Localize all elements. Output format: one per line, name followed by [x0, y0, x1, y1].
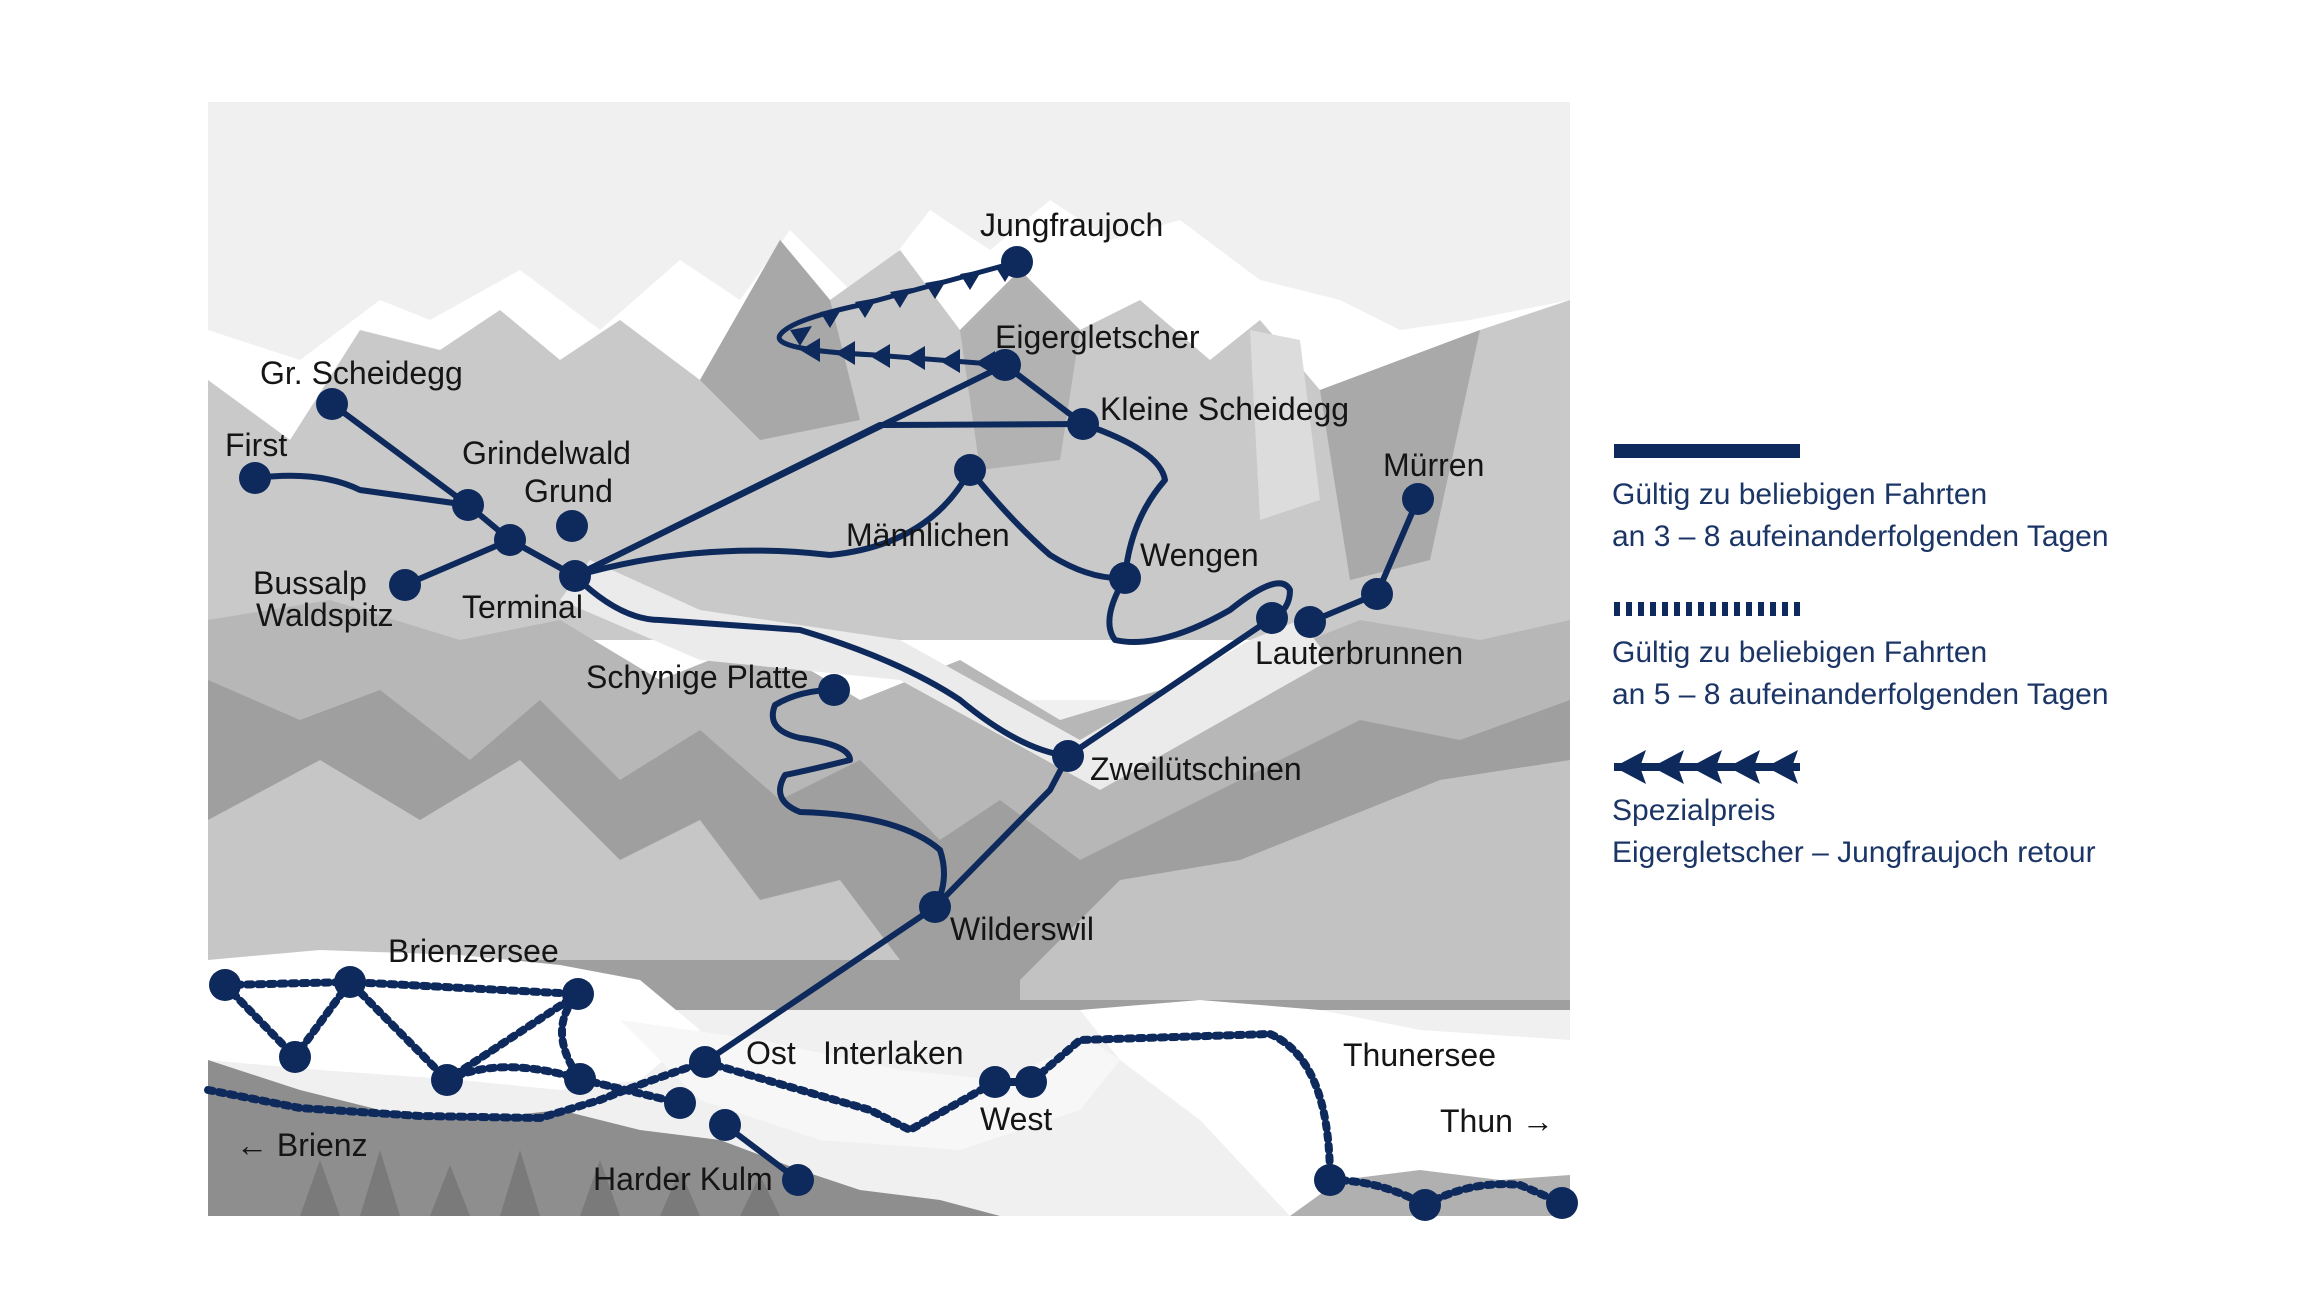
station-eigergletscher	[989, 349, 1021, 381]
route-kleinescheidegg-wengen	[1080, 421, 1168, 581]
label-interlaken: Interlaken	[823, 1035, 964, 1071]
route-terminal-kleinescheidegg	[572, 421, 1086, 579]
trees	[300, 1150, 780, 1216]
label-lauterbrunnen: Lauterbrunnen	[1255, 635, 1463, 671]
station-lake-brienz-2	[334, 966, 366, 998]
station-interlaken-west	[979, 1066, 1011, 1098]
stations	[209, 246, 1578, 1221]
legend-item-dashed: Gültig zu beliebigen Fahrten an 5 – 8 au…	[1612, 588, 2252, 716]
route-zweiluetschinen-lauterbrunnen	[1065, 615, 1275, 759]
station-lauterbrunnen-wengen	[1256, 602, 1288, 634]
station-muerren	[1402, 483, 1434, 515]
station-lake-brienz-6	[564, 1063, 596, 1095]
label-grindelwald: Grindelwald	[462, 435, 631, 471]
station-lake-brienz-1	[209, 969, 241, 1001]
station-ost-pier	[664, 1087, 696, 1119]
label-schynige-platte: Schynige Platte	[586, 659, 808, 695]
label-muerren: Mürren	[1383, 447, 1484, 483]
station-schynige-platte	[818, 674, 850, 706]
label-thun: Thun →	[1440, 1103, 1554, 1139]
station-kleine-scheidegg	[1067, 408, 1099, 440]
station-muerren-gruetschalp	[1361, 578, 1393, 610]
label-ost: Ost	[746, 1035, 796, 1071]
station-lake-brienz-4	[279, 1041, 311, 1073]
legend-text-dashed-2: an 5 – 8 aufeinanderfolgenden Tagen	[1612, 678, 2109, 711]
legend-text-arrows-2: Eigergletscher – Jungfraujoch retour	[1612, 836, 2096, 869]
station-grindelwald-junction	[452, 489, 484, 521]
mid-mountains	[208, 240, 1570, 640]
station-lake-brienz-5	[431, 1064, 463, 1096]
label-zweiluetschinen: Zweilütschinen	[1090, 751, 1302, 787]
label-brienz: ← Brienz	[236, 1127, 368, 1163]
front-ridge-east	[1020, 760, 1570, 1000]
label-jungfraujoch: Jungfraujoch	[980, 207, 1163, 243]
route-schynigeplatte-wilderswil	[769, 687, 947, 910]
label-west: West	[980, 1101, 1052, 1137]
map-labels: Jungfraujoch Eigergletscher Kleine Schei…	[225, 207, 1554, 1197]
legend-swatch-arrows	[1614, 750, 1800, 784]
station-lake-thun-2	[1409, 1189, 1441, 1221]
route-arrows	[790, 262, 1017, 375]
station-grindelwald-grund	[556, 510, 588, 542]
station-lake-thun-1	[1314, 1164, 1346, 1196]
label-thunersee: Thunersee	[1343, 1037, 1496, 1073]
legend: Gültig zu beliebigen Fahrten an 3 – 8 au…	[1612, 430, 2252, 896]
label-kleine-scheidegg: Kleine Scheidegg	[1100, 391, 1349, 427]
station-lauterbrunnen	[1294, 606, 1326, 638]
station-terminal	[559, 560, 591, 592]
route-eigergletscher-kleinescheidegg	[1002, 362, 1086, 427]
label-wilderswil: Wilderswil	[950, 911, 1094, 947]
route-brienz-ost	[204, 1058, 709, 1122]
label-brienzersee: Brienzersee	[388, 933, 559, 969]
station-gr-scheidegg	[316, 388, 348, 420]
label-grund: Grund	[524, 473, 613, 509]
route-grindelwald-zweiluetschinen	[572, 573, 1071, 759]
station-wilderswil	[919, 891, 951, 923]
legend-text-solid-1: Gültig zu beliebigen Fahrten	[1612, 478, 1988, 511]
legend-item-arrows: Spezialpreis Eigergletscher – Jungfraujo…	[1612, 746, 2252, 874]
label-waldspitz: Waldspitz	[256, 597, 394, 633]
station-zweiluetschinen	[1052, 740, 1084, 772]
routes	[204, 259, 1566, 1209]
route-ost-west-thun	[701, 1030, 1334, 1184]
label-wengen: Wengen	[1140, 537, 1259, 573]
legend-item-solid: Gültig zu beliebigen Fahrten an 3 – 8 au…	[1612, 430, 2252, 558]
station-harder-kulm	[782, 1164, 814, 1196]
station-first	[239, 462, 271, 494]
front-ridge-west	[208, 760, 900, 960]
interlaken-plain	[620, 1020, 1120, 1150]
station-lake-thun-3	[1546, 1187, 1578, 1219]
label-gr-scheidegg: Gr. Scheidegg	[260, 355, 463, 391]
route-zweiluetschinen-ost	[702, 753, 1071, 1065]
station-maennlichen	[954, 454, 986, 486]
label-bussalp: Bussalp	[253, 565, 367, 601]
station-jungfraujoch	[1001, 246, 1033, 278]
legend-text-dashed-1: Gültig zu beliebigen Fahrten	[1612, 636, 1988, 669]
station-interlaken-west-pier	[1015, 1066, 1047, 1098]
mountain-shade-3	[1320, 330, 1480, 580]
station-grindelwald	[494, 524, 526, 556]
mountain-shade-4	[1250, 330, 1320, 520]
legend-text-solid-2: an 3 – 8 aufeinanderfolgenden Tagen	[1612, 520, 2109, 553]
label-terminal: Terminal	[462, 589, 583, 625]
label-eigergletscher: Eigergletscher	[995, 319, 1200, 355]
valley	[560, 560, 1330, 790]
legend-text-arrows-1: Spezialpreis	[1612, 794, 1776, 827]
station-interlaken-ost	[689, 1046, 721, 1078]
label-harder-kulm: Harder Kulm	[593, 1161, 773, 1197]
station-harder-valley	[709, 1109, 741, 1141]
legend-swatch-solid	[1614, 444, 1800, 458]
legend-swatch-dashed	[1614, 602, 1800, 616]
label-first: First	[225, 427, 287, 463]
station-bussalp	[389, 569, 421, 601]
label-maennlichen: Männlichen	[846, 517, 1010, 553]
route-wengen-lauterbrunnen	[1106, 575, 1293, 645]
route-terminal-maennlichen	[572, 467, 973, 579]
station-wengen	[1109, 562, 1141, 594]
route-maennlichen-wengen	[967, 467, 1128, 582]
station-lake-brienz-3	[562, 978, 594, 1010]
